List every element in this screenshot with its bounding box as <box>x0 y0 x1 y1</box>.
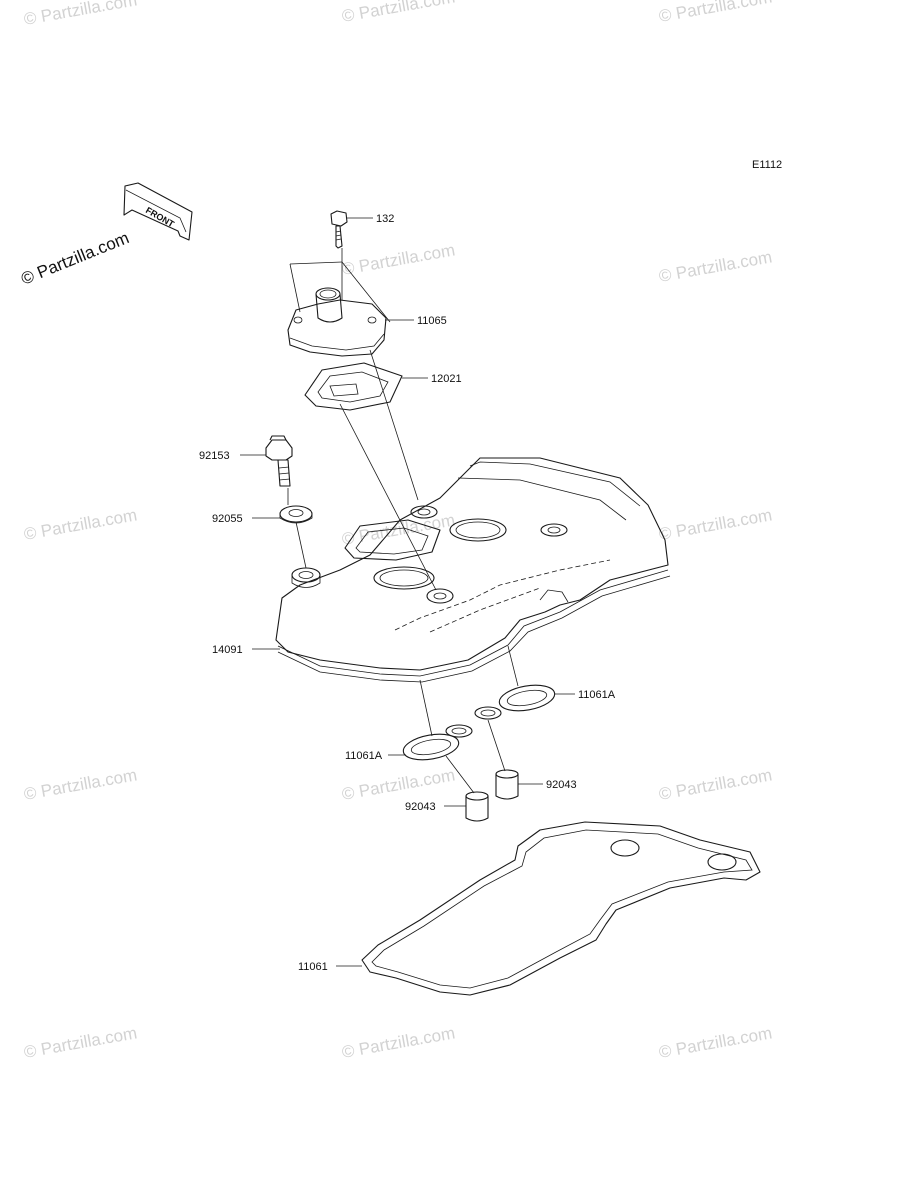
watermark: © Partzilla.com <box>22 1023 138 1062</box>
part-label: 132 <box>376 213 394 225</box>
watermark: © Partzilla.com <box>340 240 456 279</box>
watermark: © Partzilla.com <box>340 0 456 26</box>
head-cover-14091 <box>275 457 671 683</box>
diagram-code: E1112 <box>752 159 782 171</box>
watermark: © Partzilla.com <box>657 505 773 544</box>
gasket-12021 <box>304 362 403 411</box>
front-arrow-icon: FRONT <box>123 182 193 241</box>
watermark: © Partzilla.com <box>340 765 456 804</box>
part-labels: 132 11065 12021 92153 92055 14091 11061A… <box>199 213 616 973</box>
seal-11061A-left <box>402 724 473 761</box>
watermark: © Partzilla.com <box>22 765 138 804</box>
part-label: 92055 <box>212 513 243 525</box>
part-label: 92043 <box>546 779 577 791</box>
dowel-92043-right <box>495 769 519 800</box>
part-label: 12021 <box>431 373 462 385</box>
watermark: © Partzilla.com <box>657 1023 773 1062</box>
washer-92055 <box>279 505 313 524</box>
watermark: © Partzilla.com <box>657 0 773 26</box>
part-label: 11061A <box>345 750 383 762</box>
watermark: © Partzilla.com <box>22 0 138 29</box>
watermark: © Partzilla.com <box>22 505 138 544</box>
part-label: 11061 <box>298 961 328 973</box>
part-label: 11065 <box>417 315 447 327</box>
partzilla-logo: © Partzilla.com <box>18 228 131 289</box>
part-label: 92153 <box>199 450 230 462</box>
leader-lines <box>240 217 575 967</box>
part-label: 92043 <box>405 801 436 813</box>
bolt-132 <box>330 210 348 249</box>
bolt-92153 <box>265 435 293 487</box>
watermark: © Partzilla.com <box>340 1023 456 1062</box>
part-label: 14091 <box>212 644 243 656</box>
watermark: © Partzilla.com <box>657 765 773 804</box>
seal-11061A-right <box>474 684 556 720</box>
dowel-92043-left <box>465 791 489 822</box>
gasket-11061 <box>361 821 761 996</box>
part-label: 11061A <box>578 689 616 701</box>
watermark: © Partzilla.com <box>657 247 773 286</box>
breather-cover-11065 <box>287 287 387 357</box>
assembly-lines <box>287 248 519 794</box>
